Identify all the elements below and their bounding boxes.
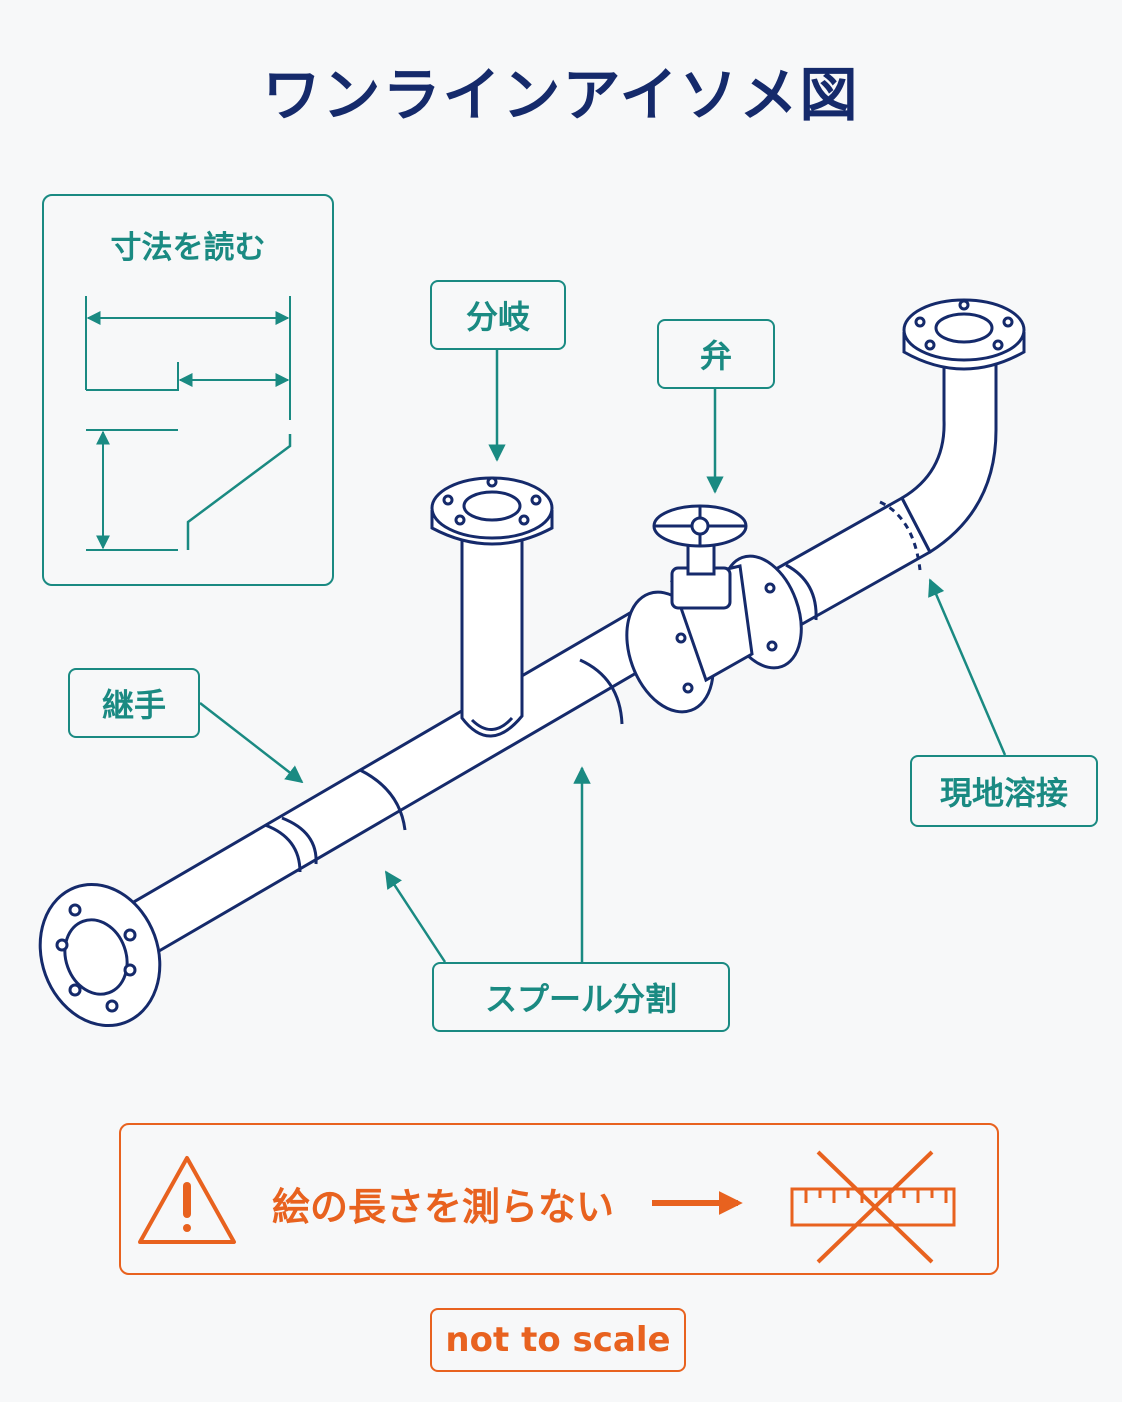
elbow-flange xyxy=(902,298,1026,371)
warning-box xyxy=(119,1123,999,1275)
gate-valve xyxy=(625,504,803,714)
dimension-inset xyxy=(42,194,334,586)
inset-title: 寸法を読む xyxy=(110,230,266,266)
dimension-sketch xyxy=(85,296,292,551)
warning-text: 絵の長さを測らない xyxy=(272,1185,615,1229)
page-title: ワンラインアイソメ図 xyxy=(262,61,860,129)
branch-riser xyxy=(430,476,554,738)
warning-triangle-icon xyxy=(138,1156,236,1244)
left-flange xyxy=(38,882,162,1028)
valve-label: 弁 xyxy=(657,319,775,389)
branch-label: 分岐 xyxy=(430,280,566,350)
spool-split-label: スプール分割 xyxy=(432,962,730,1032)
joint-label: 継手 xyxy=(68,668,200,738)
callout-arrows xyxy=(199,350,1007,963)
main-pipe xyxy=(118,358,998,960)
not-to-scale-badge: not to scale xyxy=(430,1308,686,1372)
crossed-ruler-icon xyxy=(790,1150,956,1264)
field-weld-label: 現地溶接 xyxy=(910,755,1098,827)
